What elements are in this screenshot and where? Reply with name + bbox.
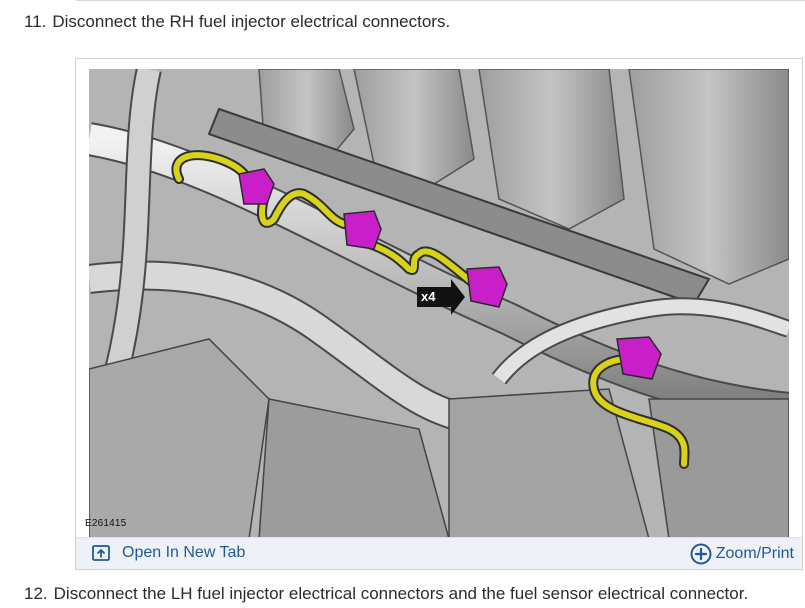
- step-number: 12.: [24, 584, 48, 603]
- engine-illustration[interactable]: x4: [89, 69, 789, 539]
- step-12: 12. Disconnect the LH fuel injector elect…: [24, 584, 748, 604]
- injector-connector: [616, 336, 662, 380]
- figure-id: E261415: [85, 518, 127, 529]
- step-11: 11. Disconnect the RH fuel injector elect…: [24, 12, 450, 32]
- open-in-new-tab-button[interactable]: Open In New Tab: [92, 544, 245, 562]
- top-divider: [76, 0, 805, 5]
- zoom-plus-circle-icon: [690, 543, 712, 565]
- open-in-new-tab-icon: [92, 545, 110, 561]
- step-text: Disconnect the LH fuel injector electric…: [53, 584, 749, 603]
- engine-drawing: [89, 69, 789, 539]
- zoom-print-button[interactable]: Zoom/Print: [690, 543, 794, 565]
- callout-label: x4: [421, 289, 436, 304]
- injector-connector: [238, 168, 275, 205]
- figure-panel: x4 E261415 Open In New Tab Zoom/Print: [75, 58, 803, 570]
- figure-toolbar: Open In New Tab Zoom/Print: [76, 537, 802, 569]
- step-text: Disconnect the RH fuel injector electric…: [52, 12, 451, 31]
- injector-connector: [343, 210, 382, 250]
- injector-connector: [466, 266, 508, 308]
- step-number: 11.: [24, 12, 47, 31]
- zoom-print-label: Zoom/Print: [715, 545, 794, 562]
- open-in-new-tab-label: Open In New Tab: [122, 544, 246, 561]
